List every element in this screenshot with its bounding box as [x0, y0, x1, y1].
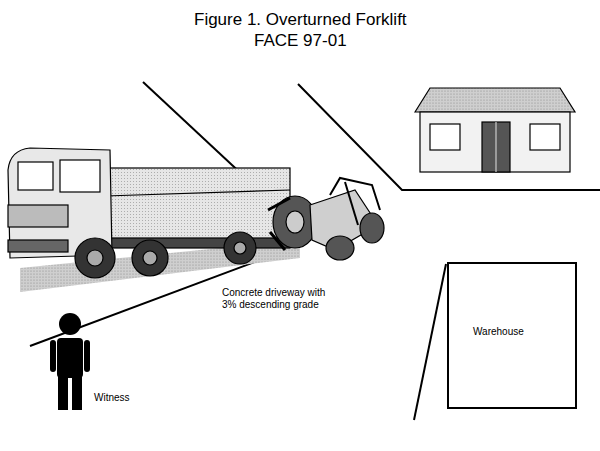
house	[415, 88, 575, 172]
box-label: Warehouse	[473, 326, 569, 338]
report-number: FACE 97-01	[254, 31, 347, 51]
witness-figure	[50, 313, 90, 410]
overturned-forklift	[268, 178, 384, 260]
witness-label: Witness	[94, 392, 130, 404]
driveway-lines	[30, 82, 600, 420]
figure-title: Figure 1. Overturned Forklift	[194, 10, 407, 30]
warehouse-box: Warehouse	[447, 262, 577, 409]
truck	[8, 148, 300, 292]
driveway-note: Concrete driveway with 3% descending gra…	[222, 287, 334, 311]
